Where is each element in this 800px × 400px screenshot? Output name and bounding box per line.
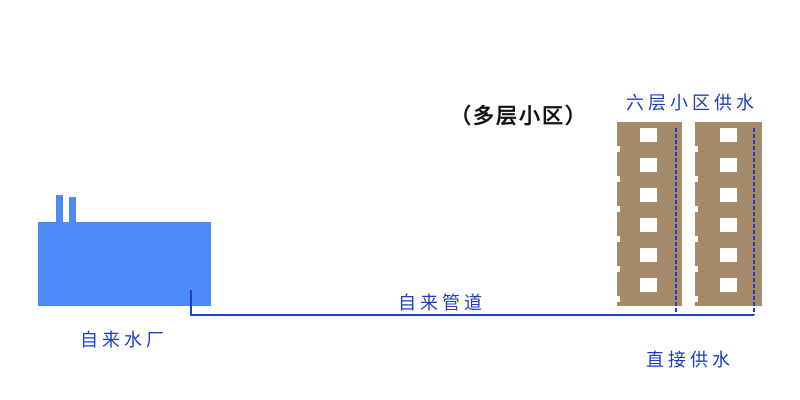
water-plant	[38, 195, 211, 306]
building-notch	[616, 176, 620, 182]
building-notch	[694, 206, 698, 212]
building-window	[640, 128, 657, 142]
building-notch	[694, 236, 698, 242]
plant-chimney-right	[69, 197, 76, 223]
building-body	[695, 122, 762, 306]
building-window	[640, 158, 657, 172]
building-window	[640, 218, 657, 232]
community-type-title: （多层小区）	[450, 104, 588, 128]
building-notch	[694, 146, 698, 152]
building-right	[694, 122, 762, 306]
plant-tank	[38, 222, 211, 306]
building-notch	[616, 296, 620, 302]
water-pipe	[190, 128, 755, 316]
building-notch	[616, 266, 620, 272]
building-notch	[694, 266, 698, 272]
building-window	[720, 218, 737, 232]
building-window	[720, 278, 737, 292]
plant-chimney-left	[56, 195, 63, 223]
building-window	[720, 248, 737, 262]
building-notch	[616, 146, 620, 152]
plant-label: 自来水厂	[80, 330, 168, 351]
building-window	[720, 158, 737, 172]
building-notch	[694, 176, 698, 182]
community-supply-label: 六层小区供水	[626, 93, 758, 114]
building-notch	[616, 206, 620, 212]
building-notch	[616, 236, 620, 242]
building-window	[640, 278, 657, 292]
building-notch	[694, 296, 698, 302]
building-window	[640, 248, 657, 262]
main-pipe	[190, 290, 754, 316]
pipe-label: 自来管道	[398, 293, 486, 314]
direct-supply-label: 直接供水	[646, 350, 734, 371]
building-window	[640, 188, 657, 202]
building-window	[720, 188, 737, 202]
building-left	[616, 122, 682, 306]
building-window	[720, 128, 737, 142]
building-body	[617, 122, 682, 306]
